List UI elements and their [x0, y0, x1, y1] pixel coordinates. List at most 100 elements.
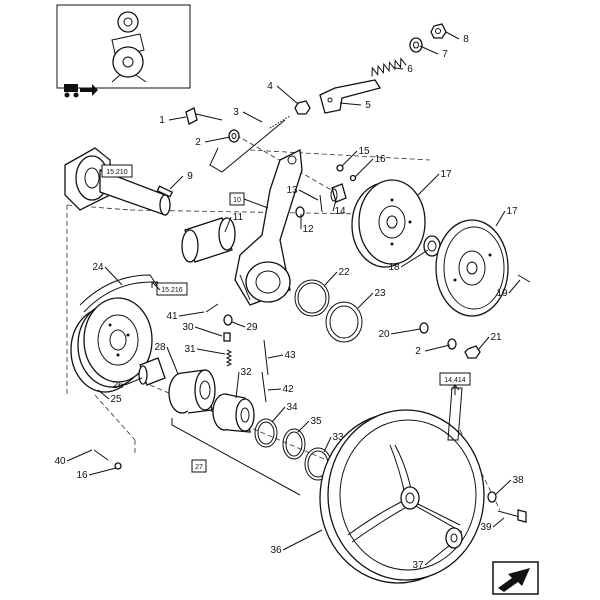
leader-line-30	[194, 326, 223, 337]
bolt-1	[185, 107, 223, 125]
part-label-28: 28	[154, 342, 166, 353]
ref-label-14-414: 14.414	[444, 377, 466, 384]
washer-12	[295, 206, 305, 218]
ring-23	[325, 301, 363, 343]
part-label-43: 43	[284, 350, 296, 361]
drive-belt	[79, 274, 161, 313]
nut-21	[464, 345, 481, 359]
plug-30	[223, 332, 231, 342]
leader-line-41	[178, 311, 205, 317]
leader-line-17	[417, 173, 440, 196]
spring-bracket	[319, 79, 382, 114]
washer-2-top	[228, 129, 240, 143]
leader-line-19	[508, 279, 521, 294]
part-label-18: 18	[388, 262, 400, 273]
part-label-22: 22	[338, 267, 350, 278]
part-label-31: 31	[184, 344, 196, 355]
snap-ring-22	[294, 279, 330, 317]
part-label-23: 23	[374, 288, 386, 299]
leader-line-40	[66, 449, 93, 462]
tension-arm	[234, 148, 303, 306]
clutch-collar	[212, 393, 255, 433]
leader-lines	[66, 31, 521, 566]
part-label-21: 21	[490, 332, 502, 343]
overview-inset	[56, 4, 191, 89]
leader-line-28	[166, 346, 179, 375]
part-label-25: 25	[110, 394, 122, 405]
leader-line-37	[424, 544, 451, 566]
ring-34	[254, 418, 278, 448]
ref-label-27: 27	[195, 464, 203, 471]
part-label-13: 13	[286, 185, 298, 196]
fitting-15	[336, 164, 344, 172]
leader-line-16	[354, 158, 374, 178]
leader-line-31	[196, 348, 226, 355]
leader-line-36	[282, 529, 323, 551]
leader-line-43	[267, 354, 284, 359]
ref-box-27	[191, 459, 207, 473]
spring-31	[225, 349, 233, 367]
pulley-half-upper	[351, 179, 426, 268]
double-pulley	[70, 297, 153, 393]
leader-line-39	[492, 517, 505, 528]
part-label-40: 40	[54, 456, 66, 467]
ref-label-10: 10	[233, 197, 241, 204]
part-label-3: 3	[233, 107, 239, 118]
clutch-hub	[168, 369, 216, 414]
ring-35	[282, 428, 306, 460]
leader-line-20	[390, 328, 421, 335]
screw-41	[205, 303, 219, 313]
leader-line-14	[332, 199, 337, 212]
leader-line-1	[168, 116, 187, 121]
leader-line-2	[204, 136, 231, 143]
spring	[371, 57, 407, 77]
part-label-30: 30	[182, 322, 194, 333]
part-label-4: 4	[267, 81, 273, 92]
pin-43	[263, 339, 269, 376]
forward-arrow-icon	[492, 561, 539, 595]
bolt-39	[497, 509, 527, 523]
shaft-housing	[64, 147, 171, 216]
part-label-38: 38	[512, 475, 524, 486]
pin-42	[261, 371, 267, 403]
leader-line-22	[324, 271, 338, 286]
part-label-2: 2	[195, 137, 201, 148]
spacer-sleeve	[138, 357, 166, 386]
part-label-9: 9	[187, 171, 193, 182]
part-label-17: 17	[440, 169, 452, 180]
leader-line-17	[495, 210, 506, 227]
leader-line-5	[339, 102, 362, 106]
nut-4	[294, 100, 311, 115]
part-label-12: 12	[302, 224, 314, 235]
leader-line-13	[298, 189, 319, 201]
part-label-20: 20	[378, 329, 390, 340]
part-label-35: 35	[310, 416, 322, 427]
washer-7	[409, 37, 423, 53]
part-label-26: 26	[112, 380, 124, 391]
leader-line-23	[357, 292, 374, 309]
part-label-37: 37	[412, 560, 424, 571]
leader-line-16	[88, 467, 117, 476]
leader-line-42	[267, 388, 282, 391]
part-label-2-2: 2	[415, 346, 421, 357]
part-label-11: 11	[233, 212, 244, 223]
leader-line-34	[271, 406, 286, 423]
part-label-7: 7	[442, 49, 448, 60]
sleeve-14	[330, 183, 347, 203]
part-label-16-2: 16	[76, 470, 88, 481]
ref-leader-10	[243, 198, 269, 209]
machine-overview-icon	[111, 11, 147, 83]
leader-line-6	[394, 67, 404, 70]
part-label-19: 19	[496, 288, 508, 299]
leader-line-25	[97, 389, 110, 400]
part-label-33: 33	[332, 432, 344, 443]
part-labels: 1234567891112131415161717181920221222324…	[54, 34, 524, 571]
part-label-6: 6	[407, 64, 413, 75]
part-label-32: 32	[240, 367, 252, 378]
leader-line-9	[169, 175, 184, 190]
cable-14414	[447, 387, 463, 441]
pin-13	[319, 194, 323, 213]
part-label-24: 24	[92, 262, 104, 273]
